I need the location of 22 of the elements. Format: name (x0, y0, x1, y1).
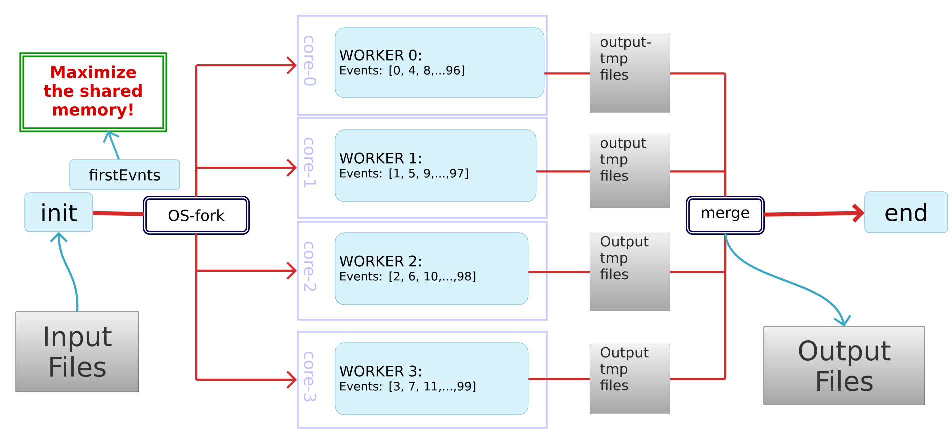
arrow (724, 233, 852, 327)
arrow (50, 232, 79, 312)
worker-box: WORKER 2: Events: [2, 6, 10,...,98] (335, 232, 529, 306)
file-box: Input Files (16, 312, 140, 392)
file-box: output tmp files (590, 135, 670, 208)
file-box: output- tmp files (590, 34, 670, 114)
worker-box: WORKER 1: Events: [1, 5, 9,...,97] (335, 130, 537, 202)
label-box: firstEvnts (70, 160, 180, 190)
worker-box: WORKER 3: Events: [3, 7, 11,...,99] (335, 342, 529, 416)
file-box: Output tmp files (590, 233, 670, 312)
worker-box: WORKER 0: Events: [0, 4, 8,...96] (335, 28, 545, 98)
process-box: init (24, 192, 94, 232)
file-box: Output Files (764, 326, 926, 406)
process-box: merge (686, 196, 765, 235)
arrow (195, 159, 298, 198)
arrow (102, 130, 120, 160)
note-box: Maximize the shared memory! (20, 52, 168, 132)
file-box: Output tmp files (590, 344, 670, 414)
arrow (764, 204, 865, 223)
arrow (195, 234, 298, 389)
process-box: end (864, 192, 948, 234)
process-box: OS-fork (143, 196, 250, 235)
